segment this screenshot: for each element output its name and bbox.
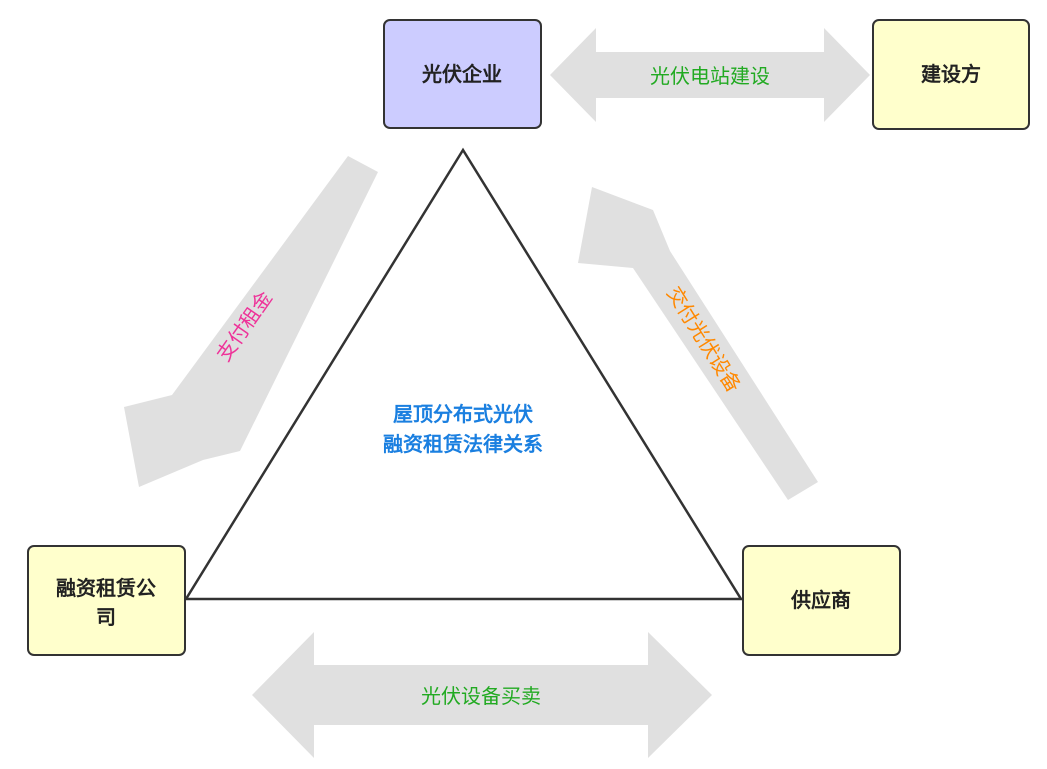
builder-box — [872, 19, 1030, 130]
leasing-company-label-line1: 融资租赁公 — [56, 576, 156, 600]
trade-arrow: 光伏设备买卖 — [252, 632, 712, 758]
node-pv-enterprise: 光伏企业 — [383, 19, 542, 129]
supplier-box — [742, 545, 901, 656]
rent-arrow-shape — [124, 156, 378, 487]
pv-enterprise-box — [383, 19, 542, 129]
leasing-company-box — [27, 545, 186, 656]
center-title-line2: 融资租赁法律关系 — [383, 432, 543, 456]
delivery-arrow-shape — [578, 187, 818, 500]
node-builder: 建设方 — [872, 19, 1030, 130]
relationship-triangle — [183, 147, 744, 601]
trade-arrow-label: 光伏设备买卖 — [421, 684, 541, 708]
center-title-line1: 屋顶分布式光伏 — [393, 402, 533, 426]
node-leasing-company: 融资租赁公 司 — [27, 545, 186, 656]
construction-double-arrow-shape — [550, 28, 870, 122]
delivery-arrow: 交付光伏设备 — [578, 187, 818, 500]
pv-enterprise-label: 光伏企业 — [421, 62, 502, 86]
node-supplier: 供应商 — [742, 545, 901, 656]
builder-label: 建设方 — [921, 62, 981, 86]
leasing-company-label-line2: 司 — [96, 605, 116, 629]
rent-arrow: 支付租金 — [124, 156, 378, 487]
construction-arrow-label: 光伏电站建设 — [650, 64, 770, 88]
construction-arrow: 光伏电站建设 — [550, 28, 870, 122]
delivery-arrow-label: 交付光伏设备 — [662, 282, 746, 396]
supplier-label: 供应商 — [790, 588, 851, 612]
trade-double-arrow-shape — [252, 632, 712, 758]
